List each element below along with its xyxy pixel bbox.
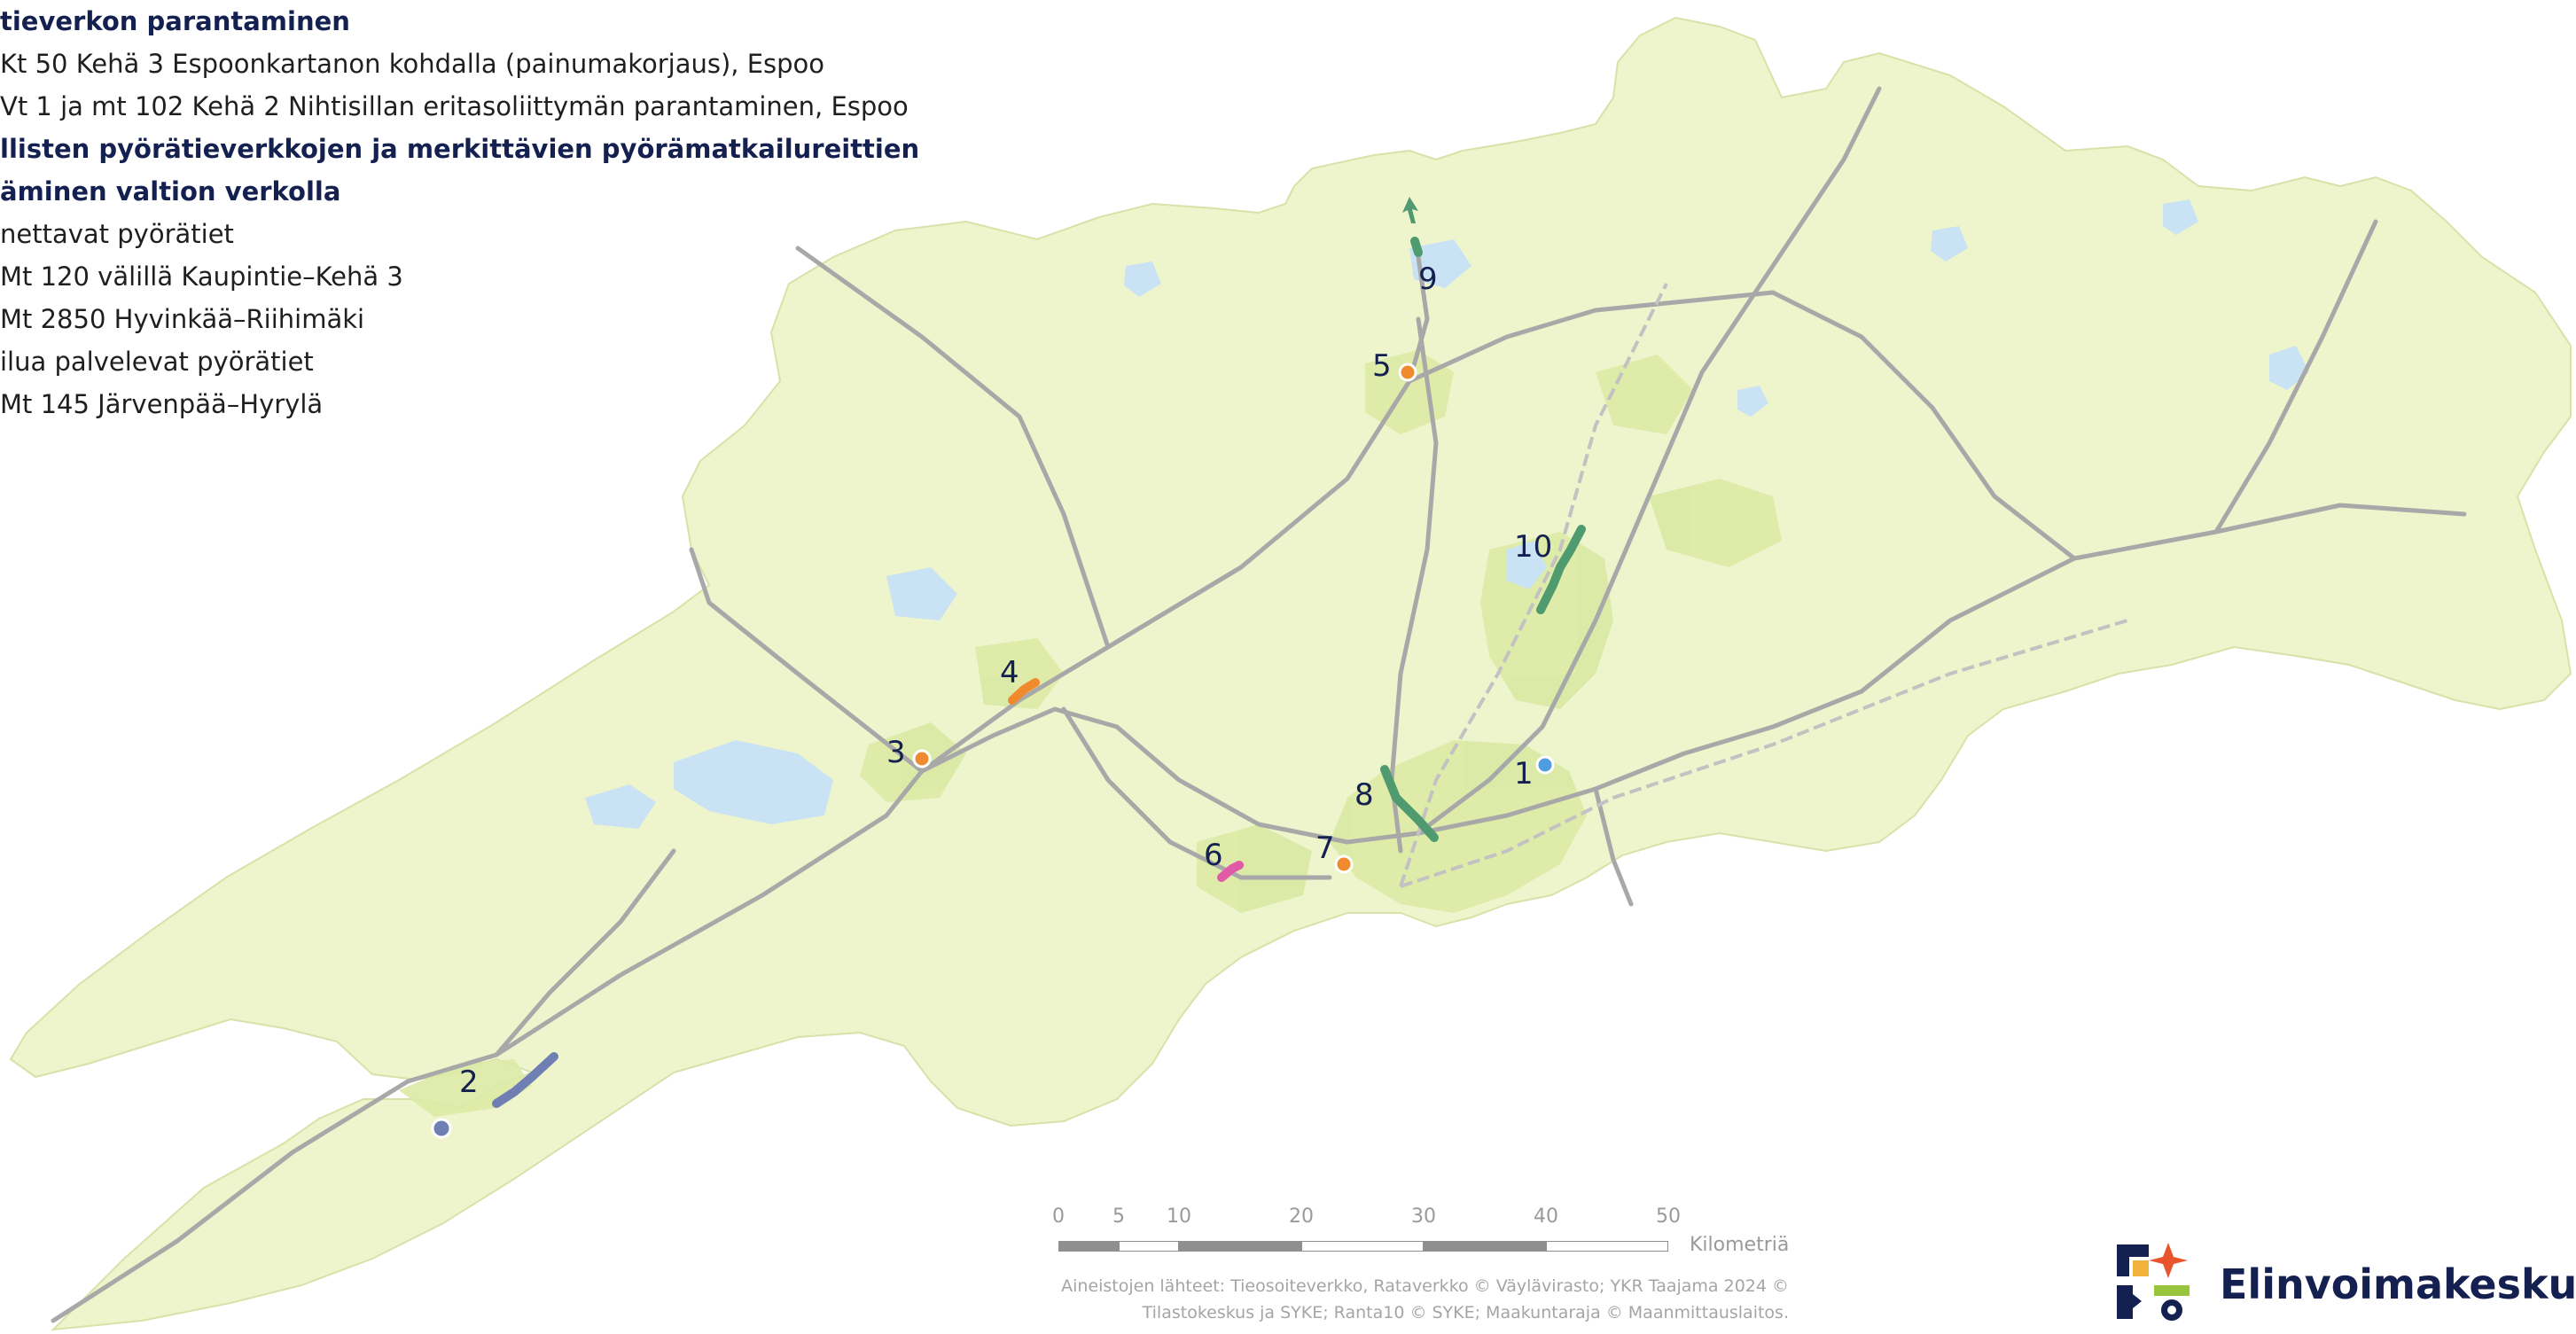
project-routes [492, 237, 1586, 1108]
marker-1 [1535, 755, 1555, 775]
scale-bar: 0 5 10 20 30 40 50 Kilometriä [1052, 1205, 1815, 1259]
scale-tick: 0 [1052, 1205, 1065, 1228]
logo-mark-icon [2117, 1243, 2190, 1321]
scale-tick: 40 [1534, 1205, 1558, 1228]
lakes [585, 199, 2309, 829]
route-10-green [1536, 525, 1586, 614]
route-4-orange [1008, 678, 1040, 705]
logo-text: Elinvoimakeskus [2220, 1260, 2576, 1308]
scale-segment [1424, 1241, 1546, 1252]
scale-tick: 50 [1656, 1205, 1681, 1228]
map-label-2: 2 [459, 1065, 479, 1100]
map-label-10: 10 [1514, 529, 1553, 565]
elinvoimakeskus-logo: Elinvoimakeskus [2110, 1239, 2576, 1328]
route-9-green [1410, 237, 1423, 257]
legend-item: Mt 120 välillä Kaupintie–Kehä 3 [0, 261, 403, 292]
legend-item: Mt 145 Järvenpää–Hyrylä [0, 389, 324, 419]
scale-segment [1179, 1241, 1301, 1252]
map-label-7: 7 [1315, 831, 1335, 866]
scale-segment [1119, 1241, 1179, 1252]
route-6-pink [1217, 861, 1244, 882]
route-8-green [1380, 765, 1439, 842]
railways [1399, 283, 2128, 888]
map-label-4: 4 [1000, 655, 1019, 690]
region-land [9, 16, 2572, 1331]
legend-item: Kt 50 Kehä 3 Espoonkartanon kohdalla (pa… [0, 49, 825, 79]
map-label-5: 5 [1372, 348, 1392, 384]
source-line-2: Tilastokeskus ja SYKE; Ranta10 © SYKE; M… [1142, 1303, 1789, 1322]
scale-tick: 30 [1411, 1205, 1436, 1228]
scale-segment [1546, 1241, 1668, 1252]
legend-item: ilua palvelevat pyörätiet [0, 347, 314, 377]
legend-item: nettavat pyörätiet [0, 219, 234, 249]
scale-tick: 5 [1112, 1205, 1125, 1228]
point-markers [431, 363, 1555, 1139]
map-label-8: 8 [1354, 777, 1374, 813]
legend-item: Vt 1 ja mt 102 Kehä 2 Nihtisillan eritas… [0, 91, 909, 121]
legend-heading: tieverkon parantaminen [0, 6, 350, 36]
map-label-9: 9 [1418, 261, 1438, 297]
marker-2 [431, 1118, 452, 1139]
scale-unit: Kilometriä [1690, 1234, 1790, 1256]
arrow-9-icon [1402, 197, 1418, 223]
scale-segment [1301, 1241, 1424, 1252]
scale-segment [1058, 1241, 1119, 1252]
source-attribution: Aineistojen lähteet: Tieosoiteverkko, Ra… [1061, 1273, 1789, 1326]
scale-tick: 20 [1289, 1205, 1314, 1228]
legend-item: Mt 2850 Hyvinkää–Riihimäki [0, 304, 365, 334]
marker-3 [912, 749, 932, 768]
marker-7 [1334, 854, 1354, 874]
legend-heading: äminen valtion verkolla [0, 176, 341, 207]
map-label-3: 3 [886, 735, 906, 770]
legend: tieverkon parantaminen Kt 50 Kehä 3 Espoo… [0, 0, 975, 425]
road-network [51, 86, 2467, 1323]
route-2-cycleway [492, 1052, 558, 1108]
scale-tick: 10 [1167, 1205, 1191, 1228]
legend-heading: llisten pyörätieverkkojen ja merkittävie… [0, 134, 920, 164]
source-line-1: Aineistojen lähteet: Tieosoiteverkko, Ra… [1061, 1276, 1789, 1296]
map-label-6: 6 [1204, 838, 1223, 873]
marker-5 [1398, 363, 1417, 382]
map-label-1: 1 [1514, 756, 1534, 792]
